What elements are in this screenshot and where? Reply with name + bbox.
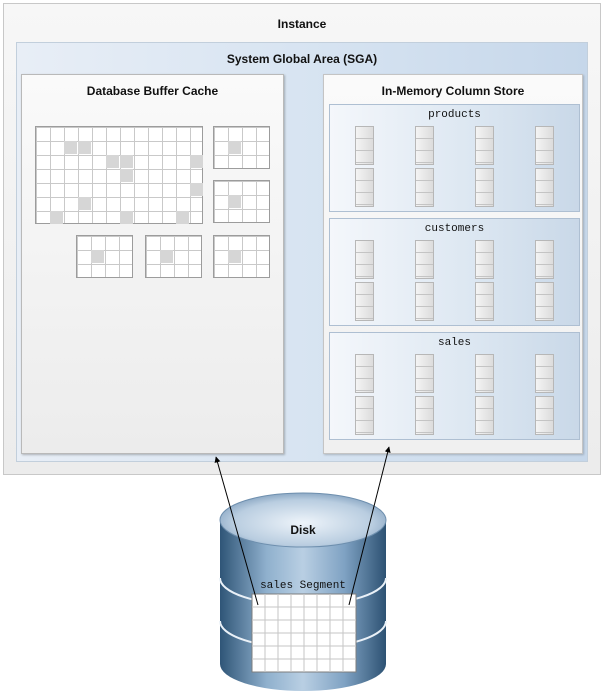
buffer-cell <box>160 250 173 263</box>
column-segment <box>415 396 434 435</box>
buffer-cell <box>78 197 91 210</box>
buffer-cell <box>176 211 189 224</box>
imcu-customers: customers <box>329 218 580 326</box>
column-segment <box>475 168 494 207</box>
buffer-cell <box>120 155 133 168</box>
column-segment <box>355 396 374 435</box>
segment-label: sales Segment <box>260 580 346 592</box>
buffer-cell <box>190 155 203 168</box>
segment-grid-lines <box>252 594 356 672</box>
column-segment <box>535 282 554 321</box>
sga-title: System Global Area (SGA) <box>226 52 378 66</box>
column-segment <box>535 240 554 279</box>
column-segment <box>355 354 374 393</box>
column-segment <box>415 354 434 393</box>
buffer-block-large <box>35 126 203 224</box>
buffer-cell <box>91 250 104 263</box>
buffer-block-small <box>213 180 270 223</box>
buffer-cell <box>228 250 241 263</box>
column-segment <box>475 240 494 279</box>
buffer-cell <box>78 141 91 154</box>
column-segment <box>355 126 374 165</box>
buffer-cell <box>120 211 133 224</box>
column-store-title: In-Memory Column Store <box>381 84 525 98</box>
column-segment <box>415 282 434 321</box>
table-name-label: customers <box>424 223 485 235</box>
buffer-cache-title: Database Buffer Cache <box>86 84 219 98</box>
imcu-sales: sales <box>329 332 580 440</box>
buffer-cell <box>228 195 241 208</box>
buffer-block-small <box>145 235 202 278</box>
column-segment <box>535 168 554 207</box>
column-segment <box>415 168 434 207</box>
imcu-products: products <box>329 104 580 212</box>
column-segment <box>415 126 434 165</box>
column-segment <box>475 354 494 393</box>
buffer-cell <box>228 141 241 154</box>
arrow-to-column-store <box>348 446 391 606</box>
buffer-block-small <box>213 235 270 278</box>
disk-top <box>219 492 387 548</box>
column-segment <box>535 354 554 393</box>
buffer-block-small <box>76 235 133 278</box>
column-segment <box>355 168 374 207</box>
buffer-block-small <box>213 126 270 169</box>
buffer-cell <box>64 141 77 154</box>
buffer-cell <box>50 211 63 224</box>
column-segment <box>535 126 554 165</box>
column-segment <box>475 126 494 165</box>
column-segment <box>355 240 374 279</box>
buffer-cell <box>190 183 203 196</box>
arrow-to-buffer-cache <box>214 456 259 606</box>
buffer-cell <box>120 169 133 182</box>
disk-title: Disk <box>290 523 316 537</box>
table-name-label: products <box>428 109 481 121</box>
table-name-label: sales <box>437 337 471 349</box>
column-segment <box>475 396 494 435</box>
column-segment <box>475 282 494 321</box>
instance-title: Instance <box>277 17 327 31</box>
column-segment <box>535 396 554 435</box>
buffer-cell <box>106 155 119 168</box>
column-segment <box>415 240 434 279</box>
column-segment <box>355 282 374 321</box>
